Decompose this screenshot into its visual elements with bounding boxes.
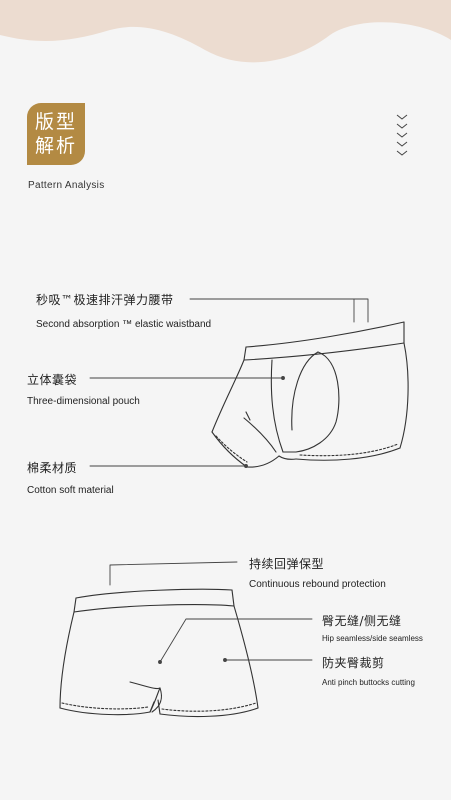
front-view-briefs <box>211 321 409 468</box>
label-antipinch-cn: 防夹臀裁剪 <box>322 656 385 670</box>
section-subtitle: Pattern Analysis <box>28 180 105 191</box>
label-cotton-cn: 棉柔材质 <box>27 461 78 475</box>
badge-line-2: 解析 <box>34 135 77 157</box>
section-badge: 版型 解析 <box>27 103 85 165</box>
label-pouch-cn: 立体囊袋 <box>27 373 78 387</box>
label-waistband-en: Second absorption ™ elastic waistband <box>36 319 212 330</box>
leader-lines-front <box>89 298 369 468</box>
leader-lines-back <box>109 561 313 664</box>
badge-line-1: 版型 <box>34 111 77 133</box>
back-view-briefs <box>59 588 259 718</box>
label-waistband-cn: 秒吸™极速排汗弹力腰带 <box>36 293 174 307</box>
label-seamless-en: Hip seamless/side seamless <box>322 634 423 643</box>
label-pouch-en: Three-dimensional pouch <box>27 396 140 407</box>
top-wave-decoration <box>0 0 451 63</box>
label-rebound-cn: 持续回弹保型 <box>249 557 325 571</box>
label-antipinch-en: Anti pinch buttocks cutting <box>322 678 415 687</box>
label-seamless-cn: 臀无缝/侧无缝 <box>322 614 402 628</box>
label-cotton-en: Cotton soft material <box>27 485 114 496</box>
chevron-down-icon <box>396 114 408 156</box>
label-rebound-en: Continuous rebound protection <box>249 579 386 590</box>
